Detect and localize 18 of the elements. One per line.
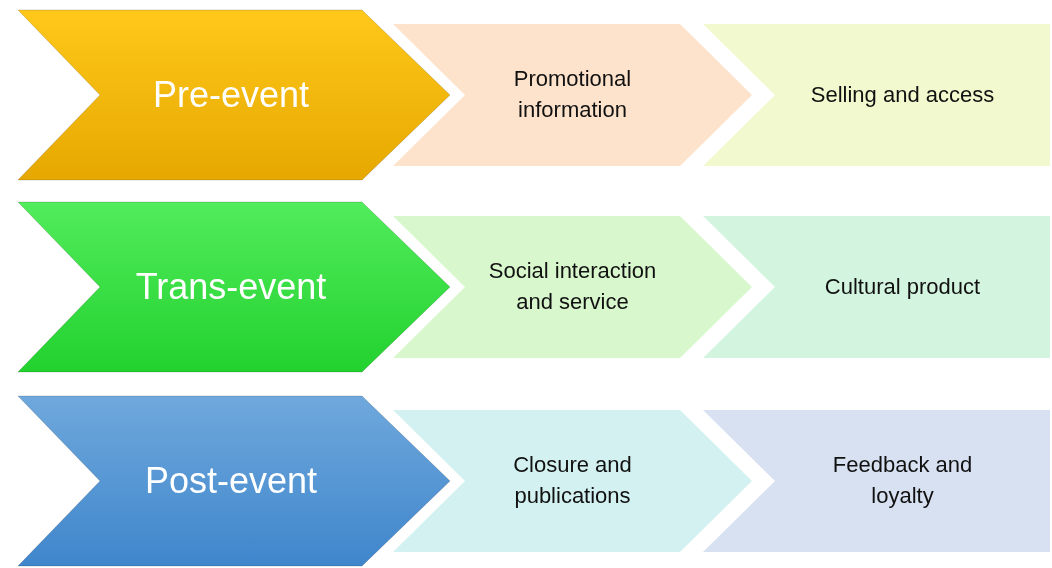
phase-label: Pre-event [152, 72, 310, 117]
step-label: Feedback and loyalty [831, 451, 974, 510]
step-label: Selling and access [810, 80, 995, 109]
phase-label: Post-event [144, 458, 318, 503]
phase-label: Trans-event [135, 264, 327, 309]
step-banner [703, 216, 1050, 358]
phase-banner [18, 10, 450, 180]
step-banner [393, 24, 752, 166]
step-banner [703, 410, 1050, 552]
phase-banner [18, 202, 450, 372]
phase-banner [18, 396, 450, 566]
step-banner [393, 410, 752, 552]
step-banner [393, 216, 752, 358]
step-banner [703, 24, 1050, 166]
step-label: Closure and publications [512, 451, 633, 510]
step-label: Social interaction and service [487, 257, 658, 316]
step-label: Cultural product [824, 272, 981, 301]
step-label: Promotional information [512, 65, 633, 124]
